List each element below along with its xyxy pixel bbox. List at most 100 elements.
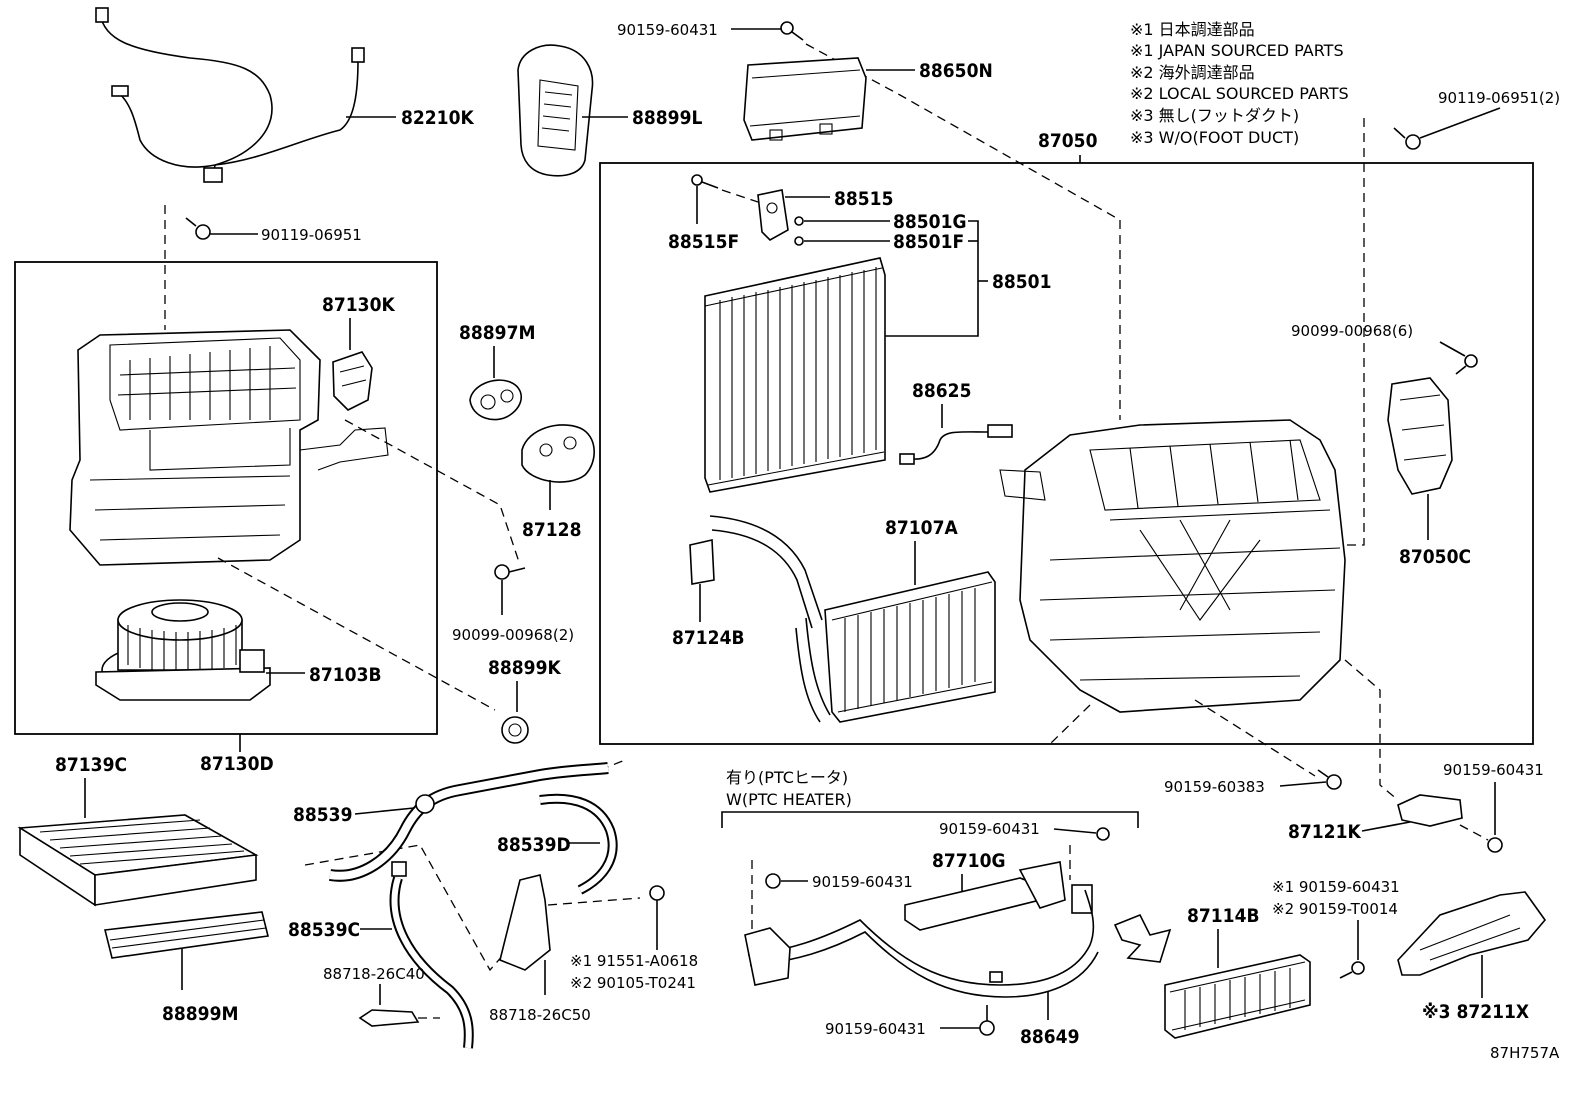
ecu-88650N <box>743 57 915 141</box>
label-82210K: 82210K <box>401 107 474 129</box>
label-88625: 88625 <box>912 380 971 402</box>
label-90119-06951: 90119-06951 <box>261 226 362 244</box>
label-88539: 88539 <box>293 804 352 826</box>
blower-motor-87103B <box>95 599 305 701</box>
label-88899K: 88899K <box>488 657 561 679</box>
label-90159-60431-b: 90159-60431 <box>812 873 913 891</box>
label-88899L: 88899L <box>632 107 702 129</box>
bolt-icon <box>979 1005 995 1036</box>
label-88539D: 88539D <box>497 834 571 856</box>
label-88539C: 88539C <box>288 919 360 941</box>
ptc-heater-bracket <box>721 811 1139 828</box>
label-87107A: 87107A <box>885 517 958 539</box>
label-87121K: 87121K <box>1288 821 1361 843</box>
duct-88539C <box>360 861 474 1049</box>
ptc-heater-87710G <box>904 861 1093 931</box>
blower-case-87130D <box>69 329 389 566</box>
duct-88539 <box>329 762 609 882</box>
bolt-icon <box>494 564 526 615</box>
o-ring-88501F <box>794 236 804 246</box>
label-87211X: ※3 87211X <box>1422 1001 1529 1023</box>
diagram-code: 87H757A <box>1490 1044 1560 1062</box>
ptc-heater-87114B <box>1164 954 1311 1039</box>
label-91551-A0618: ※1 91551-A0618 <box>570 952 698 970</box>
note-3-en: ※3 W/O(FOOT DUCT) <box>1130 128 1299 147</box>
clamp-87124B <box>689 539 715 622</box>
note-2-jp: ※2 海外調達部品 <box>1130 63 1255 82</box>
actuator-87130K <box>332 351 373 411</box>
label-90099-00968-6: 90099-00968(6) <box>1291 322 1413 340</box>
hvac-case-87050 <box>999 419 1346 713</box>
bolt-icon <box>1487 837 1503 853</box>
label-88501G: 88501G <box>893 211 967 233</box>
label-90159-60431-a: 90159-60431 <box>939 820 1040 838</box>
clip-88718-26C40 <box>358 1009 440 1027</box>
label-90159-60431-e: ※1 90159-60431 <box>1272 878 1400 896</box>
label-88650N: 88650N <box>919 60 993 82</box>
label-88649: 88649 <box>1020 1026 1079 1048</box>
ptc-heater-jp: 有り(PTCヒータ) <box>726 768 848 787</box>
radiator-assembly-box <box>599 162 1534 745</box>
label-88501F: 88501F <box>893 231 964 253</box>
seal-88899L <box>517 44 628 177</box>
label-87114B: 87114B <box>1187 905 1260 927</box>
label-90105-T0241: ※2 90105-T0241 <box>570 974 696 992</box>
note-3-jp: ※3 無し(フットダクト) <box>1130 106 1299 125</box>
notes-block: ※1 日本調達部品 ※1 JAPAN SOURCED PARTS ※2 海外調達… <box>1130 20 1349 147</box>
label-88515: 88515 <box>834 188 893 210</box>
bolt-icon <box>691 174 719 189</box>
filter-87139C <box>17 814 259 907</box>
bolt-icon <box>649 885 665 950</box>
label-87139C: 87139C <box>55 754 127 776</box>
label-90159-T0014: ※2 90159-T0014 <box>1272 900 1398 918</box>
expansion-valve-88515 <box>757 189 830 241</box>
note-1-en: ※1 JAPAN SOURCED PARTS <box>1130 41 1344 60</box>
label-87710G: 87710G <box>932 850 1006 872</box>
cover-88899M <box>104 911 269 990</box>
label-87050: 87050 <box>1038 130 1098 152</box>
note-1-jp: ※1 日本調達部品 <box>1130 20 1255 39</box>
label-88718-26C50: 88718-26C50 <box>489 1006 591 1024</box>
bolt-icon <box>765 873 781 889</box>
label-90159-60431-c: 90159-60431 <box>825 1020 926 1038</box>
bolt-icon <box>1455 354 1478 375</box>
label-90119-06951-2: 90119-06951(2) <box>1438 89 1560 107</box>
heater-core-87107A <box>709 515 996 723</box>
label-88899M: 88899M <box>162 1003 238 1025</box>
duct-88539D <box>499 793 618 971</box>
grommet-88899K <box>501 716 529 744</box>
bolt-icon <box>185 217 211 240</box>
label-87130K: 87130K <box>322 294 395 316</box>
bolt-icon <box>780 21 804 41</box>
bolt-icon <box>1317 769 1342 790</box>
evaporator-88501 <box>704 257 886 493</box>
wire-harness-82210K <box>95 7 396 183</box>
blower-assembly-box <box>14 261 438 735</box>
label-87130D: 87130D <box>200 753 274 775</box>
label-87124B: 87124B <box>672 627 745 649</box>
label-90159-60383: 90159-60383 <box>1164 778 1265 796</box>
bolt-icon <box>1096 827 1110 841</box>
direction-arrow-icon <box>1113 913 1172 963</box>
note-2-en: ※2 LOCAL SOURCED PARTS <box>1130 84 1349 103</box>
ptc-heater-en: W(PTC HEATER) <box>726 790 852 809</box>
label-90159-60431-top: 90159-60431 <box>617 21 718 39</box>
label-88897M: 88897M <box>459 322 535 344</box>
label-88501: 88501 <box>992 271 1051 293</box>
duct-87211X <box>1397 891 1547 998</box>
grommet-88897M <box>469 379 523 421</box>
bracket-87121K <box>1361 794 1463 832</box>
label-87103B: 87103B <box>309 664 382 686</box>
o-ring-88501G <box>794 216 804 226</box>
bolt-icon <box>1393 127 1421 150</box>
label-88718-26C40: 88718-26C40 <box>323 965 425 983</box>
harness-88649 <box>744 889 1099 1020</box>
sensor-88625 <box>899 424 1013 465</box>
label-90099-00968-2: 90099-00968(2) <box>452 626 574 644</box>
bolt-icon <box>1339 961 1365 979</box>
plate-87128 <box>521 424 595 510</box>
label-88515F: 88515F <box>668 231 739 253</box>
label-87128: 87128 <box>522 519 581 541</box>
label-90159-60431-d: 90159-60431 <box>1443 761 1544 779</box>
